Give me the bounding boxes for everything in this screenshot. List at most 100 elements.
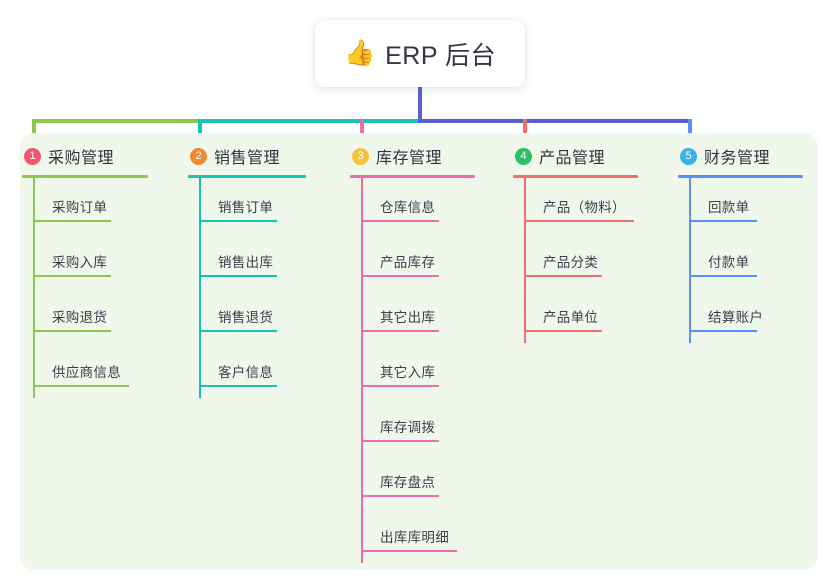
menu-item-label: 销售订单 (218, 200, 274, 215)
menu-item-underline (524, 275, 602, 277)
category-column: 1 采购管理采购订单采购入库采购退货供应商信息 (22, 144, 148, 398)
menu-item-underline (689, 220, 757, 222)
menu-item-label: 产品库存 (380, 255, 436, 270)
menu-item[interactable]: 供应商信息 (22, 343, 148, 398)
menu-item[interactable]: 产品库存 (350, 233, 475, 288)
menu-item-label: 采购入库 (52, 255, 108, 270)
menu-item[interactable]: 仓库信息 (350, 178, 475, 233)
menu-item-underline (199, 330, 277, 332)
menu-item-underline (33, 330, 111, 332)
category-column: 3 库存管理仓库信息产品库存其它出库其它入库库存调拨库存盘点出库库明细 (350, 144, 475, 563)
menu-item-underline (199, 385, 277, 387)
menu-item-underline (524, 220, 634, 222)
menu-item[interactable]: 产品（物料） (513, 178, 638, 233)
category-header[interactable]: 3 库存管理 (350, 144, 475, 168)
category-spine-line (33, 178, 35, 398)
menu-item-label: 销售退货 (218, 310, 274, 325)
category-item-list: 销售订单销售出库销售退货客户信息 (188, 178, 306, 398)
menu-item-label: 其它入库 (380, 365, 436, 380)
category-spine-line (524, 178, 526, 343)
category-spine-line (199, 178, 201, 398)
menu-item[interactable]: 结算账户 (678, 288, 803, 343)
category-column: 2 销售管理销售订单销售出库销售退货客户信息 (188, 144, 306, 398)
category-item-list: 回款单付款单结算账户 (678, 178, 803, 343)
menu-item-underline (361, 275, 439, 277)
root-stem-line (418, 87, 422, 123)
menu-item[interactable]: 采购订单 (22, 178, 148, 233)
menu-item-underline (33, 220, 111, 222)
category-number-badge: 2 (190, 147, 207, 165)
connector-segment-3 (418, 119, 692, 123)
category-item-list: 产品（物料） 产品分类产品单位 (513, 178, 638, 343)
menu-item[interactable]: 销售订单 (188, 178, 306, 233)
category-number-badge: 1 (24, 147, 41, 165)
category-column: 4 产品管理产品（物料） 产品分类产品单位 (513, 144, 638, 343)
menu-item-label: 库存盘点 (380, 475, 436, 490)
category-spine-line (689, 178, 691, 343)
menu-item[interactable]: 其它入库 (350, 343, 475, 398)
menu-item-underline (33, 275, 111, 277)
menu-item[interactable]: 销售退货 (188, 288, 306, 343)
menu-item-label: 回款单 (708, 200, 750, 215)
category-spine-line (361, 178, 363, 563)
category-number-badge: 5 (680, 147, 697, 165)
category-column: 5 财务管理回款单付款单结算账户 (678, 144, 803, 343)
category-title: 采购管理 (48, 150, 115, 167)
menu-item[interactable]: 客户信息 (188, 343, 306, 398)
menu-item-label: 供应商信息 (52, 365, 121, 380)
menu-item[interactable]: 采购入库 (22, 233, 148, 288)
menu-item[interactable]: 销售出库 (188, 233, 306, 288)
category-number-badge: 3 (352, 147, 369, 165)
connector-segment-2 (198, 119, 420, 123)
menu-item-underline (361, 385, 439, 387)
menu-item-label: 仓库信息 (380, 200, 436, 215)
menu-item-label: 结算账户 (708, 310, 764, 325)
category-header[interactable]: 2 销售管理 (188, 144, 306, 168)
category-header[interactable]: 5 财务管理 (678, 144, 803, 168)
root-node-card[interactable]: 👍 ERP 后台 (315, 20, 525, 87)
menu-item-label: 产品单位 (543, 310, 599, 325)
menu-item-label: 付款单 (708, 255, 750, 270)
menu-item-label: 库存调拨 (380, 420, 436, 435)
category-header[interactable]: 1 采购管理 (22, 144, 148, 168)
menu-item-underline (361, 495, 439, 497)
menu-item-underline (361, 440, 439, 442)
menu-item-underline (689, 330, 757, 332)
menu-item-label: 其它出库 (380, 310, 436, 325)
category-title: 销售管理 (214, 150, 281, 167)
menu-item[interactable]: 库存调拨 (350, 398, 475, 453)
menu-item-underline (199, 220, 277, 222)
menu-item-label: 销售出库 (218, 255, 274, 270)
category-underline (188, 175, 306, 178)
category-underline (22, 175, 148, 178)
menu-item[interactable]: 其它出库 (350, 288, 475, 343)
menu-item-underline (361, 220, 439, 222)
category-number-badge: 4 (515, 147, 532, 165)
category-title: 产品管理 (539, 150, 606, 167)
menu-item-label: 产品（物料） (543, 200, 626, 215)
menu-item[interactable]: 采购退货 (22, 288, 148, 343)
menu-item[interactable]: 付款单 (678, 233, 803, 288)
category-underline (678, 175, 803, 178)
menu-item-underline (33, 385, 129, 387)
category-item-list: 仓库信息产品库存其它出库其它入库库存调拨库存盘点出库库明细 (350, 178, 475, 563)
category-title: 库存管理 (376, 150, 443, 167)
category-item-list: 采购订单采购入库采购退货供应商信息 (22, 178, 148, 398)
menu-item-underline (689, 275, 757, 277)
menu-item-underline (361, 550, 457, 552)
category-underline (350, 175, 475, 178)
menu-item-label: 出库库明细 (380, 530, 449, 545)
menu-item[interactable]: 产品分类 (513, 233, 638, 288)
menu-item-underline (361, 330, 439, 332)
menu-item-label: 产品分类 (543, 255, 599, 270)
category-header[interactable]: 4 产品管理 (513, 144, 638, 168)
menu-item[interactable]: 产品单位 (513, 288, 638, 343)
root-node-title: ERP 后台 (385, 41, 497, 70)
menu-item-underline (199, 275, 277, 277)
menu-item[interactable]: 库存盘点 (350, 453, 475, 508)
menu-item[interactable]: 回款单 (678, 178, 803, 233)
menu-item[interactable]: 出库库明细 (350, 508, 475, 563)
category-title: 财务管理 (704, 150, 771, 167)
thumbs-up-icon: 👍 (343, 39, 376, 67)
menu-item-underline (524, 330, 602, 332)
